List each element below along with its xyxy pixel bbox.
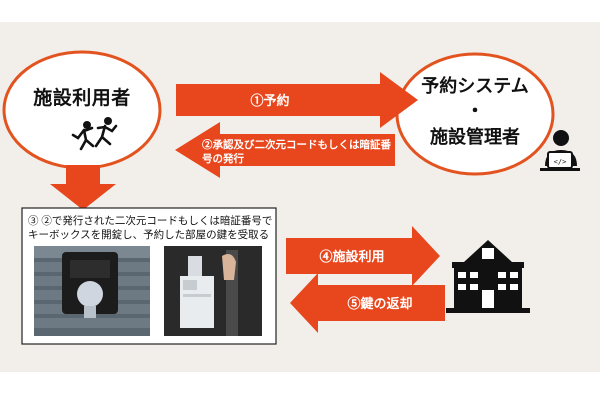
approval-label-line2: 号の発行 — [202, 152, 244, 165]
step3-text-line1: ③ ②で発行された二次元コードもしくは暗証番号で — [28, 214, 272, 227]
user-circle — [2, 50, 162, 170]
reserve-arrow — [176, 72, 418, 128]
keybox-photo — [34, 246, 150, 336]
svg-text:</>: </> — [554, 158, 567, 166]
approval-label-line1: ②承認及び二次元コードもしくは暗証番 — [202, 138, 391, 151]
down-arrow — [50, 165, 116, 210]
system-label-line3: 施設管理者 — [430, 126, 520, 147]
system-label-line2: ・ — [466, 101, 484, 121]
user-label: 施設利用者 — [33, 86, 131, 109]
key-return-label: ⑤鍵の返却 — [347, 296, 412, 311]
approval-arrow — [175, 122, 395, 178]
running-people-icon — [71, 117, 118, 151]
key-return-arrow — [290, 273, 445, 333]
key-cabinet-photo — [164, 246, 262, 336]
system-label-line1: 予約システム — [421, 75, 528, 96]
step3-text-line2: キーボックスを開錠し、予約した部屋の鍵を受取る — [28, 228, 269, 241]
person-with-laptop-icon: </> — [540, 130, 580, 171]
facility-use-arrow — [286, 226, 440, 286]
facility-use-label: ④施設利用 — [319, 249, 384, 264]
building-icon — [446, 240, 530, 313]
reserve-label: ①予約 — [250, 93, 289, 108]
